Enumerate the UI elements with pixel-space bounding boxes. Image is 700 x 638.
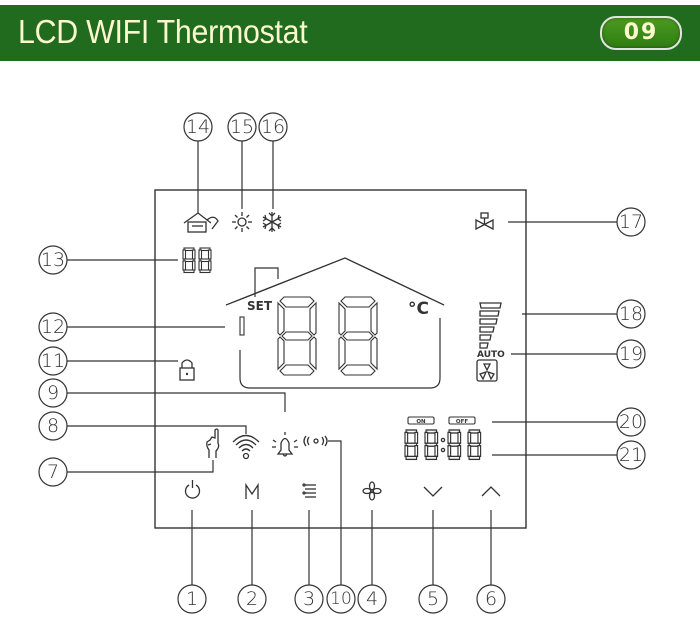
mode-m-icon	[245, 482, 259, 499]
fan-speed-bars-icon	[479, 302, 502, 349]
auto-label: AUTO	[477, 350, 505, 360]
svg-text:17: 17	[619, 211, 643, 233]
callout-16: 16	[258, 112, 288, 142]
wifi-icon	[232, 434, 260, 460]
callout-9: 9	[38, 378, 68, 408]
svg-text:1: 1	[186, 588, 198, 610]
svg-text:20: 20	[619, 411, 643, 433]
fan-button[interactable]	[362, 481, 382, 501]
svg-text:15: 15	[230, 116, 254, 138]
callout-15: 15	[227, 112, 257, 142]
svg-text:8: 8	[47, 415, 59, 437]
menu-button[interactable]	[302, 483, 316, 498]
svg-text:19: 19	[619, 343, 643, 365]
svg-text:6: 6	[485, 588, 497, 610]
callout-21: 21	[616, 440, 646, 470]
set-label: SET	[247, 299, 273, 313]
segment-bar-icon	[239, 316, 245, 336]
callout-8: 8	[38, 411, 68, 441]
callout-3: 3	[294, 584, 324, 614]
main-digit-units	[338, 296, 378, 376]
chevron-up-icon	[481, 486, 501, 497]
callout-11: 11	[38, 346, 68, 376]
timer-on-off-icon: ON OFF	[407, 416, 476, 425]
svg-text:21: 21	[619, 444, 643, 466]
svg-text:13: 13	[41, 249, 65, 271]
callout-20: 20	[616, 407, 646, 437]
svg-text:18: 18	[619, 303, 643, 325]
timer-on-label: ON	[416, 419, 426, 425]
timer-off-label: OFF	[456, 419, 468, 425]
callout-1: 1	[177, 584, 207, 614]
svg-text:9: 9	[47, 382, 59, 404]
callout-10: 10	[326, 584, 356, 614]
lock-icon	[179, 359, 195, 381]
callout-4: 4	[357, 584, 387, 614]
up-button[interactable]	[481, 486, 501, 497]
svg-text:3: 3	[303, 588, 315, 610]
house-base	[239, 318, 441, 389]
down-button[interactable]	[423, 486, 443, 497]
page-title: LCD WIFI Thermostat	[18, 13, 308, 50]
home-away-icon	[183, 212, 219, 233]
callout-18: 18	[616, 299, 646, 329]
power-icon	[184, 484, 201, 499]
svg-text:11: 11	[41, 350, 65, 372]
power-button[interactable]	[184, 480, 201, 499]
callout-13: 13	[38, 245, 68, 275]
snowflake-cooling-icon	[262, 212, 282, 232]
callout-17: 17	[616, 207, 646, 237]
small-digits-icon	[182, 247, 212, 274]
callout-6: 6	[476, 584, 506, 614]
alarm-bell-icon	[272, 432, 298, 457]
chimney	[254, 267, 279, 297]
svg-text:4: 4	[366, 588, 378, 610]
svg-text:2: 2	[246, 588, 258, 610]
sun-heating-icon	[232, 212, 252, 232]
callout-7: 7	[38, 457, 68, 487]
valve-icon	[475, 212, 494, 231]
svg-text:5: 5	[427, 588, 439, 610]
callout-2: 2	[237, 584, 267, 614]
svg-text:10: 10	[330, 589, 352, 609]
svg-text:7: 7	[47, 461, 59, 483]
svg-text:16: 16	[261, 116, 285, 138]
leader-lines	[67, 141, 617, 585]
main-temperature-display: SET °C	[225, 257, 445, 389]
clock-digits-icon	[404, 429, 482, 461]
callout-12: 12	[38, 312, 68, 342]
roof-inner	[225, 257, 445, 306]
hand-manual-icon	[206, 428, 220, 458]
svg-text:12: 12	[41, 316, 65, 338]
signal-icon	[303, 435, 328, 447]
chevron-down-icon	[423, 486, 443, 497]
callout-14: 14	[183, 112, 213, 142]
main-digit-tens	[277, 296, 317, 376]
svg-text:14: 14	[186, 116, 210, 138]
auto-fan-icon: AUTO	[476, 350, 505, 382]
callout-19: 19	[616, 339, 646, 369]
callout-5: 5	[418, 584, 448, 614]
celsius-unit: °C	[408, 299, 429, 319]
page-number-badge: 09	[600, 16, 682, 50]
roof-outline	[225, 257, 445, 306]
mode-button[interactable]	[245, 482, 259, 499]
page-header: LCD WIFI Thermostat 09	[0, 5, 700, 61]
